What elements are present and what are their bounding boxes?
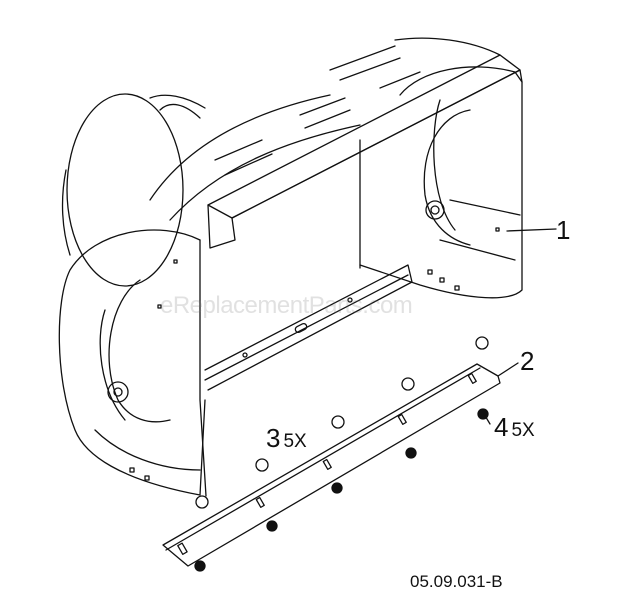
- callout-number: 2: [520, 346, 535, 376]
- scraper-bar: [162, 363, 501, 567]
- leader-lines: [483, 228, 557, 425]
- right-side-panel: [359, 66, 523, 299]
- callout-number: 3: [266, 423, 281, 453]
- left-side-panel: [58, 229, 207, 497]
- rear-housing-drum: [61, 93, 206, 287]
- callout-number: 4: [494, 412, 509, 442]
- top-rail: [149, 37, 523, 249]
- lock-nuts: [194, 408, 489, 572]
- callout-1: 1: [556, 215, 570, 246]
- bottom-cross-member: [204, 264, 413, 391]
- carriage-bolts: [195, 336, 489, 509]
- callout-number: 1: [556, 215, 571, 245]
- callout-quantity: 5X: [283, 431, 307, 452]
- callout-quantity: 5X: [511, 420, 535, 441]
- drawing-code: 05.09.031-B: [410, 572, 503, 591]
- callout-2: 2: [520, 346, 534, 377]
- watermark-text: eReplacementParts.com: [160, 292, 413, 319]
